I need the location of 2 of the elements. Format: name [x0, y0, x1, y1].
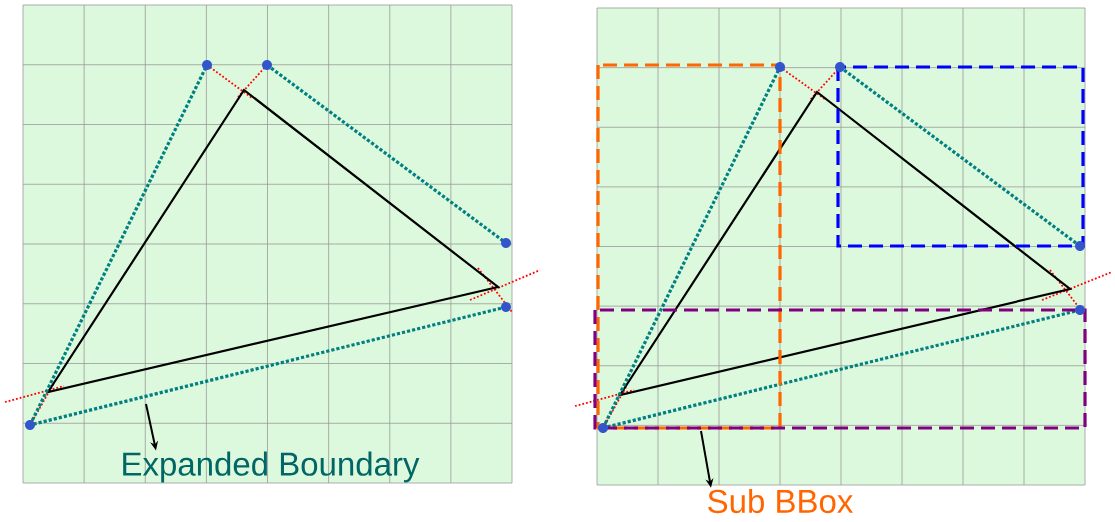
text-label: Expanded Boundary	[123, 451, 420, 483]
text-label: Sub BBox	[708, 488, 853, 514]
